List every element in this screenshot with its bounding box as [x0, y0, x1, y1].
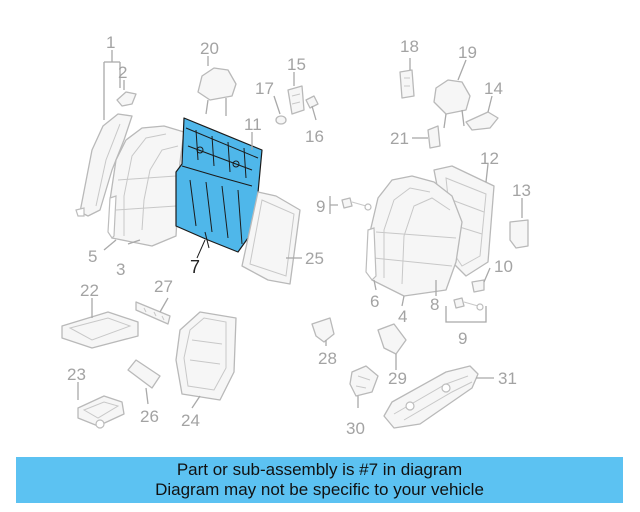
callout-8: 8: [430, 295, 439, 314]
part-21-grommet[interactable]: [427, 125, 441, 149]
part-10-clip[interactable]: [471, 279, 485, 293]
callout-6: 6: [370, 292, 379, 311]
callout-4: 4: [398, 307, 407, 326]
banner-line-part-number: Part or sub-assembly is #7 in diagram: [176, 460, 463, 479]
info-banner: Part or sub-assembly is #7 in diagram Di…: [16, 457, 623, 503]
callout-23: 23: [67, 365, 86, 384]
callout-12: 12: [480, 149, 499, 168]
callout-24: 24: [181, 411, 200, 430]
callout-30: 30: [346, 419, 365, 438]
part-15-clip[interactable]: [287, 85, 305, 115]
callout-7: 7: [190, 257, 200, 277]
callout-28: 28: [318, 349, 337, 368]
part-18-cap[interactable]: [399, 69, 415, 99]
part-14-bracket[interactable]: [465, 111, 499, 131]
banner-line-disclaimer: Diagram may not be specific to your vehi…: [155, 480, 484, 499]
part-9-bolt-kit-lower[interactable]: [445, 297, 487, 323]
part-27-rail[interactable]: [135, 301, 171, 325]
callout-17: 17: [255, 79, 274, 98]
callout-9-lower: 9: [458, 329, 467, 348]
part-4-seat-back[interactable]: [369, 175, 463, 297]
part-9-bolt-kit-upper[interactable]: [329, 196, 372, 214]
callout-5: 5: [88, 247, 97, 266]
callout-16: 16: [305, 127, 324, 146]
callout-27: 27: [154, 277, 173, 296]
part-23-motor[interactable]: [77, 395, 125, 429]
callout-1: 1: [106, 33, 115, 52]
part-16-bolt[interactable]: [305, 95, 319, 121]
callout-18: 18: [400, 37, 419, 56]
parts-diagram: 1 2 20 15 17 16 11 5 3 7 25 22 27 24 26 …: [61, 33, 531, 438]
part-7-seat-back-panel[interactable]: [175, 117, 263, 253]
part-2-cap[interactable]: [116, 91, 137, 107]
callout-14: 14: [484, 79, 503, 98]
part-30-bracket[interactable]: [349, 365, 379, 397]
callout-25: 25: [305, 249, 324, 268]
callout-10: 10: [494, 257, 513, 276]
callout-19: 19: [458, 43, 477, 62]
part-17-nut[interactable]: [275, 115, 287, 125]
part-24-seat-frame[interactable]: [175, 311, 237, 401]
part-13-clip[interactable]: [509, 219, 529, 249]
callout-31: 31: [498, 369, 517, 388]
part-29-cover[interactable]: [377, 323, 407, 355]
callout-13: 13: [512, 181, 531, 200]
part-5-trim[interactable]: [107, 195, 117, 239]
callout-22: 22: [80, 281, 99, 300]
part-3-seat-back[interactable]: [109, 125, 185, 247]
callout-2: 2: [118, 63, 127, 82]
part-31-track[interactable]: [383, 365, 479, 429]
part-6-trim[interactable]: [365, 227, 377, 281]
part-1-side-trim[interactable]: [75, 113, 133, 217]
part-19-headrest[interactable]: [433, 79, 471, 129]
part-26-strip[interactable]: [127, 359, 161, 389]
callout-21: 21: [390, 129, 409, 148]
callout-15: 15: [287, 55, 306, 74]
callout-9-upper: 9: [316, 197, 325, 216]
part-25-back-board[interactable]: [241, 191, 301, 285]
callout-20: 20: [200, 39, 219, 58]
part-20-headrest[interactable]: [197, 67, 237, 116]
part-28-clip[interactable]: [311, 317, 335, 343]
part-22-cushion[interactable]: [61, 311, 139, 349]
callout-29: 29: [388, 369, 407, 388]
callout-11: 11: [244, 115, 262, 134]
callout-26: 26: [140, 407, 159, 426]
callout-3: 3: [116, 260, 125, 279]
